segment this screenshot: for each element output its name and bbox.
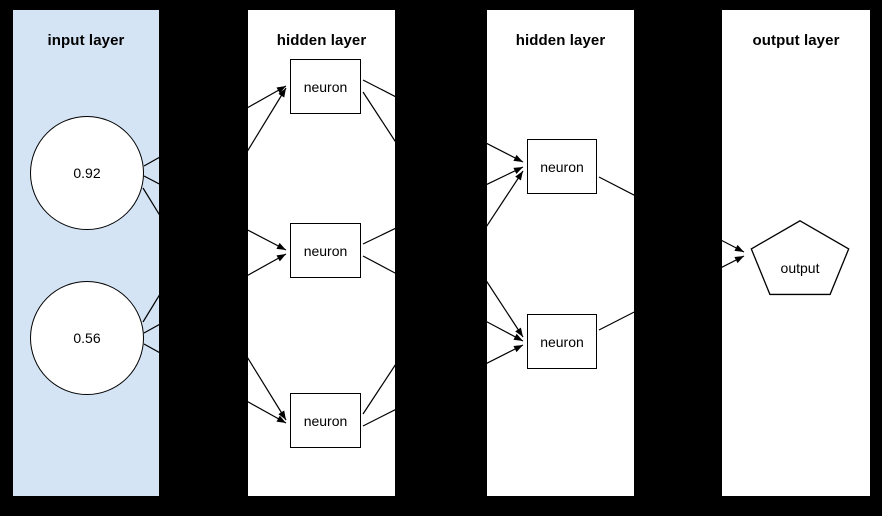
edge-h1-2-to-h2-2 [487,321,524,342]
neuron-node-h2-2[interactable]: neuron [527,314,597,369]
edge-h1-2-to-h2-1 [362,227,395,245]
edge-h1-2-to-h2-2 [362,255,395,274]
edge-h1-3-to-h2-1 [362,364,395,415]
edge-h2-1-to-out-1 [598,176,634,196]
edge-in-2-to-h1-1 [142,294,159,323]
layer-title-output: output layer [752,32,840,49]
arrowhead [513,167,523,174]
layer-panel-input: input layer 0.92 0.56 [13,10,159,496]
node-label: neuron [303,242,348,259]
node-label: output [780,259,820,276]
output-node-out-1[interactable]: output [748,220,852,303]
node-label: neuron [303,412,348,429]
arrowhead [276,242,286,250]
neuron-node-h1-2[interactable]: neuron [290,223,361,278]
edge-h1-1-to-h2-1 [362,79,395,98]
neuron-node-h1-1[interactable]: neuron [290,59,361,114]
arrowhead [513,345,523,353]
layer-title-hidden-1: hidden layer [276,32,367,49]
arrowhead [276,415,286,423]
input-node-in-1[interactable]: 0.92 [30,116,144,230]
arrowhead [515,171,523,181]
edge-h1-2-to-h2-1 [487,166,524,185]
arrowhead [278,410,286,420]
edge-in-2-to-h1-1 [248,87,287,152]
neuron-node-h1-3[interactable]: neuron [290,393,361,448]
layer-panel-hidden-1: hidden layer neuron neuron neuron [248,10,395,496]
arrowhead [513,154,523,162]
layer-title-input: input layer [47,32,125,49]
arrowhead [276,254,286,262]
arrowhead [276,86,286,94]
arrowhead [515,327,523,337]
layer-panel-output: output layer output [722,10,870,496]
edge-h1-1-to-h2-2 [487,280,524,338]
edge-h2-2-to-out-1 [598,311,634,331]
edge-in-1-to-h1-2 [248,229,287,251]
edge-in-2-to-h1-3 [143,343,159,354]
layer-panel-hidden-2: hidden layer neuron neuron [487,10,634,496]
edge-in-1-to-h1-3 [248,357,287,421]
edge-h2-1-to-out-1 [722,239,745,253]
edge-in-2-to-h1-3 [248,401,287,424]
arrowhead [278,88,286,98]
input-node-in-2[interactable]: 0.56 [30,281,144,395]
node-label: 0.92 [73,165,101,181]
arrowhead [513,333,523,341]
edge-in-2-to-h1-2 [143,323,159,334]
node-label: neuron [540,333,584,350]
edge-in-1-to-h1-1 [248,85,287,109]
edge-in-1-to-h1-1 [143,156,159,167]
node-label: neuron [540,158,584,175]
layer-title-hidden-2: hidden layer [515,32,606,49]
edge-in-2-to-h1-2 [248,253,287,276]
edge-h1-3-to-h2-2 [487,344,524,364]
edge-h1-1-to-h2-1 [487,142,524,163]
node-label: neuron [303,78,348,95]
edge-h1-1-to-h2-2 [362,91,395,143]
edge-h1-3-to-h2-2 [362,409,395,427]
edge-h2-2-to-out-1 [722,255,745,268]
edge-h1-3-to-h2-1 [487,170,524,227]
node-label: 0.56 [73,330,101,346]
neuron-node-h2-1[interactable]: neuron [527,139,597,194]
arrowhead [734,256,744,264]
edge-layer-hidden-2 [487,142,634,364]
edge-layer-input [142,156,159,354]
arrowhead [734,244,744,252]
edge-in-1-to-h1-2 [143,175,159,185]
edge-in-1-to-h1-3 [142,187,159,216]
pentagon-shape [750,220,850,296]
